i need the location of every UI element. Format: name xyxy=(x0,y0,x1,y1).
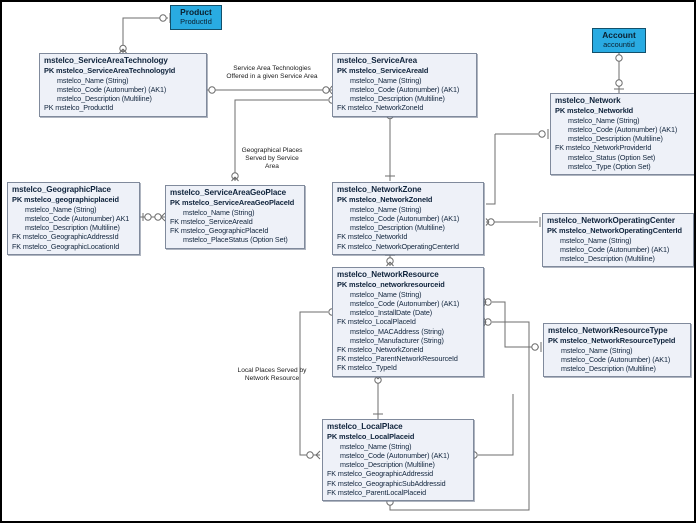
entity-account[interactable]: Account accountid xyxy=(592,28,646,53)
entity-attr-row: mstelco_Status (Option Set) xyxy=(568,152,656,162)
entity-fk-row: FK mstelco_GeographicAddressId xyxy=(12,232,119,242)
entity-account-name: Account xyxy=(602,30,636,40)
entity-pk-row: PK mstelco_NetworkId xyxy=(555,106,634,116)
entity-fk-row: FK mstelco_GeographicPlaceId xyxy=(170,226,269,236)
entity-fk-row: PK mstelco_ProductId xyxy=(44,103,114,113)
entity-pk-row: PK mstelco_NetworkResourceTypeId xyxy=(548,336,676,346)
entity-attr-row: mstelco_Name (String) xyxy=(350,204,422,214)
entity-local-place[interactable]: mstelco_LocalPlace PK mstelco_LocalPlace… xyxy=(322,419,474,502)
entity-attr-row: mstelco_Type (Option Set) xyxy=(568,161,651,171)
entity-attr-row: mstelco_MACAddress (String) xyxy=(350,326,444,336)
entity-geographic-place[interactable]: mstelco_GeographicPlace PK mstelco_geogr… xyxy=(7,182,140,255)
entity-account-key: accountid xyxy=(603,40,635,50)
entity-attr-row: mstelco_Name (String) xyxy=(340,441,412,451)
entity-pk-row: PK mstelco_ServiceAreaTechnologyId xyxy=(44,66,176,76)
relationship-label-local-places: Local Places Served by Network Resource xyxy=(237,367,307,383)
entity-network-operating-center[interactable]: mstelco_NetworkOperatingCenter PK mstelc… xyxy=(542,213,694,268)
entity-attr-row: mstelco_Code (Autonumber) (AK1) xyxy=(561,355,671,365)
entity-service-area-geo-place[interactable]: mstelco_ServiceAreaGeoPlace PK mstelco_S… xyxy=(165,185,305,249)
entity-name: mstelco_GeographicPlace xyxy=(12,185,111,194)
connector-networkzone-noc xyxy=(485,217,541,227)
entity-attr-row: mstelco_Description (Multiline) xyxy=(568,134,663,144)
relationship-label-service-area-technologies: Service Area Technologies Offered in a g… xyxy=(226,65,318,81)
connector-account-network xyxy=(614,53,624,93)
entity-attr-row: mstelco_PlaceStatus (Option Set) xyxy=(183,235,288,245)
entity-attr-row: mstelco_Description (Multiline) xyxy=(350,94,445,104)
entity-pk-row: PK mstelco_ServiceAreaId xyxy=(337,66,429,76)
entity-attr-row: mstelco_Code (Autonumber) (AK1) xyxy=(350,85,460,95)
entity-fk-row: FK mstelco_GeographicSubAddressid xyxy=(327,478,446,488)
entity-attr-row: mstelco_Name (String) xyxy=(561,345,633,355)
entity-attr-row: mstelco_Name (String) xyxy=(350,289,422,299)
entity-attr-row: mstelco_Code (Autonumber) (AK1) xyxy=(568,125,678,135)
connector-networkresource-localplace-top xyxy=(373,374,383,419)
entity-network-resource-type[interactable]: mstelco_NetworkResourceType PK mstelco_N… xyxy=(543,323,691,378)
entity-attr-row: mstelco_Code (Autonumber) AK1 xyxy=(25,214,130,224)
entity-fk-row: FK mstelco_ParentLocalPlaceid xyxy=(327,487,426,497)
entity-attr-row: mstelco_Name (String) xyxy=(183,207,255,217)
entity-name: mstelco_NetworkOperatingCenter xyxy=(547,216,675,225)
relationship-label-geographical-places: Geographical Places Served by Service Ar… xyxy=(241,147,303,171)
entity-fk-row: FK mstelco_ServiceAreaId xyxy=(170,217,253,227)
entity-pk-row: PK mstelco_ServiceAreaGeoPlaceId xyxy=(170,198,295,208)
entity-service-area-technology[interactable]: mstelco_ServiceAreaTechnology PK mstelco… xyxy=(39,53,207,117)
entity-product[interactable]: Product ProductId xyxy=(170,5,222,30)
entity-name: mstelco_Network xyxy=(555,96,621,105)
entity-attr-row: mstelco_Description (Multiline) xyxy=(340,460,435,470)
entity-attr-row: mstelco_InstallDate (Date) xyxy=(350,308,433,318)
connector-networkzone-network xyxy=(481,129,549,208)
entity-network-zone[interactable]: mstelco_NetworkZone PK mstelco_NetworkZo… xyxy=(332,182,484,255)
connector-networkresource-resourcetype xyxy=(483,297,542,352)
entity-name: mstelco_ServiceAreaTechnology xyxy=(44,56,168,65)
entity-attr-row: mstelco_Code (Autonumber) (AK1) xyxy=(560,245,670,255)
entity-name: mstelco_ServiceAreaGeoPlace xyxy=(170,188,287,197)
connector-geographicplace-geoplace xyxy=(140,212,166,222)
entity-attr-row: mstelco_Manufacturer (String) xyxy=(350,335,444,345)
entity-product-name: Product xyxy=(180,7,212,17)
entity-pk-row: PK mstelco_NetworkZoneId xyxy=(337,195,433,205)
entity-attr-row: mstelco_Code (Autonumber) (AK1) xyxy=(57,85,167,95)
connector-localplace-right xyxy=(469,394,514,460)
entity-pk-row: PK mstelco_LocalPlaceid xyxy=(327,432,415,442)
entity-name: mstelco_NetworkResource xyxy=(337,270,439,279)
entity-name: mstelco_NetworkResourceType xyxy=(548,326,668,335)
entity-fk-row: FK mstelco_LocalPlaceId xyxy=(337,317,416,327)
entity-attr-row: mstelco_Code (Autonumber) (AK1) xyxy=(340,451,450,461)
entity-fk-row: FK mstelco_TypeId xyxy=(337,363,397,373)
entity-network[interactable]: mstelco_Network PK mstelco_NetworkId mst… xyxy=(550,93,694,176)
entity-attr-row: mstelco_Name (String) xyxy=(25,204,97,214)
entity-attr-row: mstelco_Description (Multiline) xyxy=(57,94,152,104)
entity-pk-row: PK mstelco_networkresourceid xyxy=(337,280,445,290)
entity-attr-row: mstelco_Name (String) xyxy=(57,75,129,85)
entity-network-resource[interactable]: mstelco_NetworkResource PK mstelco_netwo… xyxy=(332,267,484,377)
entity-product-key: ProductId xyxy=(180,17,212,27)
entity-pk-row: PK mstelco_NetworkOperatingCenterId xyxy=(547,226,682,236)
connector-sat-servicearea xyxy=(207,85,333,95)
connector-servicearea-networkzone xyxy=(385,110,395,181)
entity-name: mstelco_ServiceArea xyxy=(337,56,417,65)
entity-fk-row: FK mstelco_NetworkId xyxy=(337,232,408,242)
entity-fk-row: FK mstelco_NetworkProviderId xyxy=(555,143,652,153)
entity-fk-row: FK mstelco_NetworkOperatingCenterId xyxy=(337,241,459,251)
connector-product-servicearea-technology xyxy=(119,13,171,54)
entity-attr-row: mstelco_Description (Multiline) xyxy=(561,364,656,374)
entity-attr-row: mstelco_Description (Multiline) xyxy=(560,254,655,264)
entity-attr-row: mstelco_Name (String) xyxy=(350,75,422,85)
entity-attr-row: mstelco_Name (String) xyxy=(568,115,640,125)
entity-fk-row: FK mstelco_GeographicLocationId xyxy=(12,241,120,251)
entity-attr-row: mstelco_Code (Autonumber) (AK1) xyxy=(350,214,460,224)
entity-service-area[interactable]: mstelco_ServiceArea PK mstelco_ServiceAr… xyxy=(332,53,477,117)
entity-attr-row: mstelco_Description (Multiline) xyxy=(25,223,120,233)
entity-fk-row: FK mstelco_ParentNetworkResourceId xyxy=(337,354,458,364)
entity-name: mstelco_LocalPlace xyxy=(327,422,403,431)
entity-attr-row: mstelco_Description (Multiline) xyxy=(350,223,445,233)
entity-fk-row: FK mstelco_NetworkZoneId xyxy=(337,345,424,355)
entity-attr-row: mstelco_Name (String) xyxy=(560,235,632,245)
entity-attr-row: mstelco_Code (Autonumber) (AK1) xyxy=(350,299,460,309)
entity-pk-row: PK mstelco_geographicplaceid xyxy=(12,195,119,205)
entity-name: mstelco_NetworkZone xyxy=(337,185,422,194)
entity-fk-row: FK mstelco_NetworkZoneId xyxy=(337,103,424,113)
entity-fk-row: FK mstelco_GeographicAddressid xyxy=(327,469,434,479)
